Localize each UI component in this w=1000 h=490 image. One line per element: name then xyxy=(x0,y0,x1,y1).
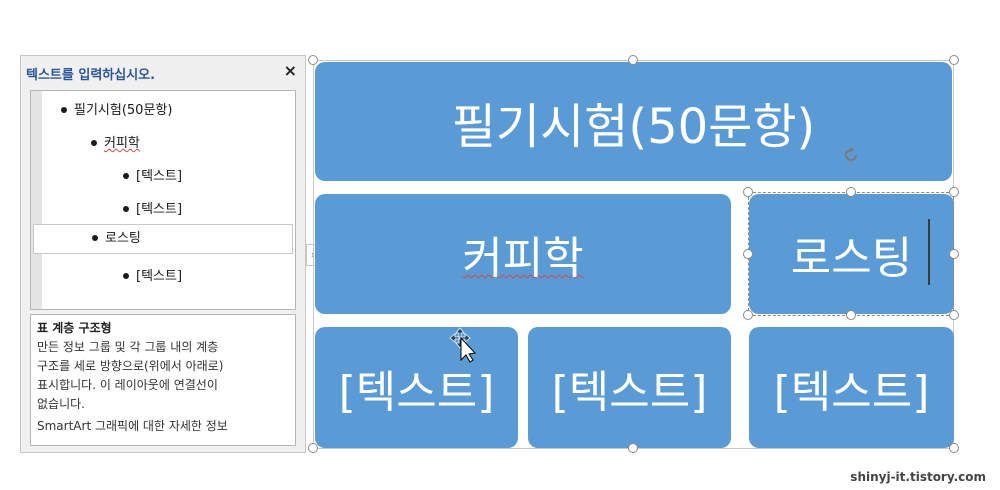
leaf-shape[interactable]: [텍스트] xyxy=(315,327,518,448)
resize-handle[interactable] xyxy=(628,443,638,453)
description-line: 구조를 세로 방향으로(위에서 아래로) xyxy=(37,359,224,373)
group-shape-coffee[interactable]: 커피학 xyxy=(315,194,731,314)
bullet-icon xyxy=(91,139,97,146)
resize-handle[interactable] xyxy=(949,249,959,259)
description-line: 만든 정보 그룹 및 각 그룹 내의 계층 xyxy=(37,340,219,354)
group-shape-roasting[interactable]: 로스팅 xyxy=(749,194,954,314)
list-item-selected[interactable]: 로스팅 xyxy=(33,224,293,254)
description-line: 표시합니다. 이 레이아웃에 연결선이 xyxy=(37,378,218,392)
top-level-shape[interactable]: 필기시험(50문항) xyxy=(315,62,952,181)
shape-selection-outline xyxy=(748,192,954,316)
resize-handle[interactable] xyxy=(846,187,856,197)
list-item[interactable]: [텍스트] xyxy=(123,265,182,284)
resize-handle[interactable] xyxy=(949,310,959,320)
resize-handle[interactable] xyxy=(949,187,959,197)
list-item[interactable]: [텍스트] xyxy=(123,165,182,184)
list-item[interactable]: 필기시험(50문항) xyxy=(61,99,172,118)
watermark: shinyj-it.tistory.com xyxy=(850,470,986,484)
more-info-link[interactable]: SmartArt 그래픽에 대한 자세한 정보 xyxy=(37,419,228,433)
bullet-icon xyxy=(123,205,129,212)
move-cursor-icon xyxy=(449,327,477,363)
description-line: 없습니다. xyxy=(37,397,85,411)
bullet-icon xyxy=(123,272,129,279)
rotate-handle-icon[interactable] xyxy=(841,145,861,165)
leaf-shape[interactable]: [텍스트] xyxy=(749,327,954,448)
bullet-icon xyxy=(123,172,129,179)
text-pane-title: 텍스트를 입력하십시오. xyxy=(26,68,156,83)
text-pane: 텍스트를 입력하십시오. × 필기시험(50문항) 커피학 [텍스트] [텍스트… xyxy=(20,55,306,453)
text-caret xyxy=(928,219,930,285)
resize-handle[interactable] xyxy=(308,55,318,65)
resize-handle[interactable] xyxy=(628,55,638,65)
resize-handle[interactable] xyxy=(846,310,856,320)
list-item[interactable]: [텍스트] xyxy=(123,198,182,217)
resize-handle[interactable] xyxy=(743,310,753,320)
leaf-shape[interactable]: [텍스트] xyxy=(528,327,731,448)
resize-handle[interactable] xyxy=(308,443,318,453)
resize-handle[interactable] xyxy=(949,443,959,453)
bullet-icon xyxy=(61,106,67,113)
list-item[interactable]: 커피학 xyxy=(91,132,140,151)
resize-handle[interactable] xyxy=(743,187,753,197)
bullet-list[interactable]: 필기시험(50문항) 커피학 [텍스트] [텍스트] 로스팅 [텍스트] xyxy=(30,90,296,310)
resize-handle[interactable] xyxy=(949,55,959,65)
list-gutter xyxy=(31,91,42,309)
layout-name: 표 계층 구조형 xyxy=(37,321,112,335)
bullet-icon xyxy=(92,234,98,241)
resize-handle[interactable] xyxy=(743,249,753,259)
layout-description: 표 계층 구조형 만든 정보 그룹 및 각 그룹 내의 계층 구조를 세로 방향… xyxy=(30,314,296,446)
close-icon[interactable]: × xyxy=(283,61,297,80)
